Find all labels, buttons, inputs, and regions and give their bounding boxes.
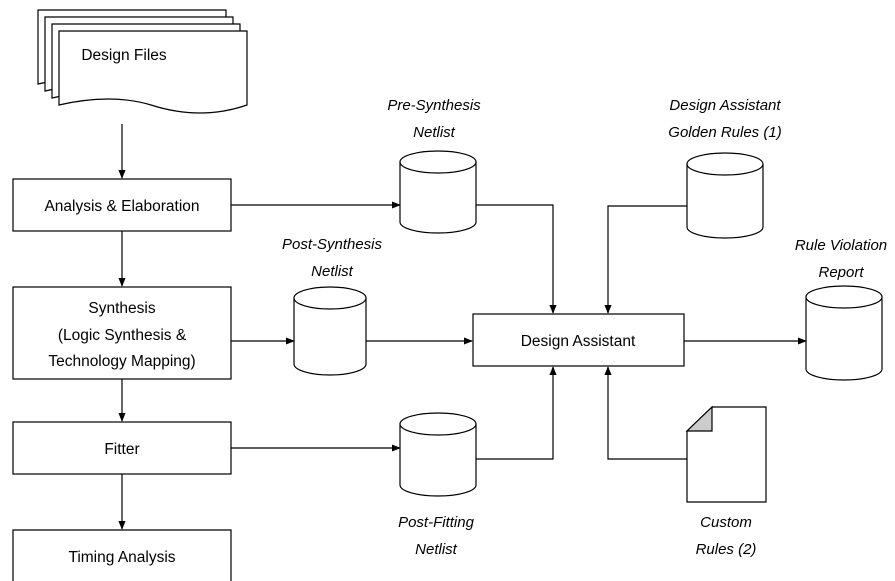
rule-violation-label-line1: Rule Violation [795, 237, 887, 254]
post-synthesis-netlist-cylinder [293, 286, 367, 376]
design-assistant-box [472, 313, 685, 367]
fitter-label: Fitter [104, 441, 139, 458]
post-fitting-label-line1: Post-Fitting [398, 514, 475, 531]
post-fitting-label-line2: Netlist [415, 541, 458, 558]
design-files-document-stack: Design Files [37, 9, 248, 114]
timing-analysis-label: Timing Analysis [68, 549, 175, 566]
synthesis-sublabel-1: (Logic Synthesis & [58, 327, 187, 344]
custom-rules-document-icon [685, 405, 767, 503]
rule-violation-label-line2: Report [818, 264, 864, 281]
synthesis-box [12, 286, 232, 380]
golden-rules-label-line1: Design Assistant [669, 97, 781, 114]
design-assistant-label: Design Assistant [521, 333, 636, 350]
synthesis-label: Synthesis [88, 300, 155, 317]
arrow-custom-rules-to-design-assistant [604, 366, 687, 460]
synthesis-sublabel-2: Technology Mapping) [48, 353, 195, 370]
pre-synthesis-label-line1: Pre-Synthesis [387, 97, 481, 114]
timing-analysis-box [12, 529, 232, 581]
arrow-post-fitting-to-design-assistant [476, 366, 557, 460]
golden-rules-label-line2: Golden Rules (1) [668, 124, 781, 141]
pre-synthesis-netlist-cylinder [399, 150, 477, 234]
analysis-elaboration-box [12, 178, 232, 232]
custom-rules-label-line2: Rules (2) [696, 541, 757, 558]
post-synthesis-label-line1: Post-Synthesis [282, 236, 383, 253]
rule-violation-report-cylinder [805, 285, 883, 381]
analysis-elaboration-label: Analysis & Elaboration [44, 198, 199, 215]
post-fitting-netlist-cylinder [399, 412, 477, 497]
design-files-label: Design Files [81, 47, 167, 64]
fitter-box [12, 421, 232, 475]
pre-synthesis-label-line2: Netlist [413, 124, 456, 141]
arrow-golden-rules-to-design-assistant [604, 205, 687, 314]
custom-rules-label-line1: Custom [700, 514, 752, 531]
golden-rules-cylinder [686, 152, 764, 239]
post-synthesis-label-line2: Netlist [311, 263, 354, 280]
arrow-pre-synthesis-to-design-assistant [476, 204, 557, 314]
